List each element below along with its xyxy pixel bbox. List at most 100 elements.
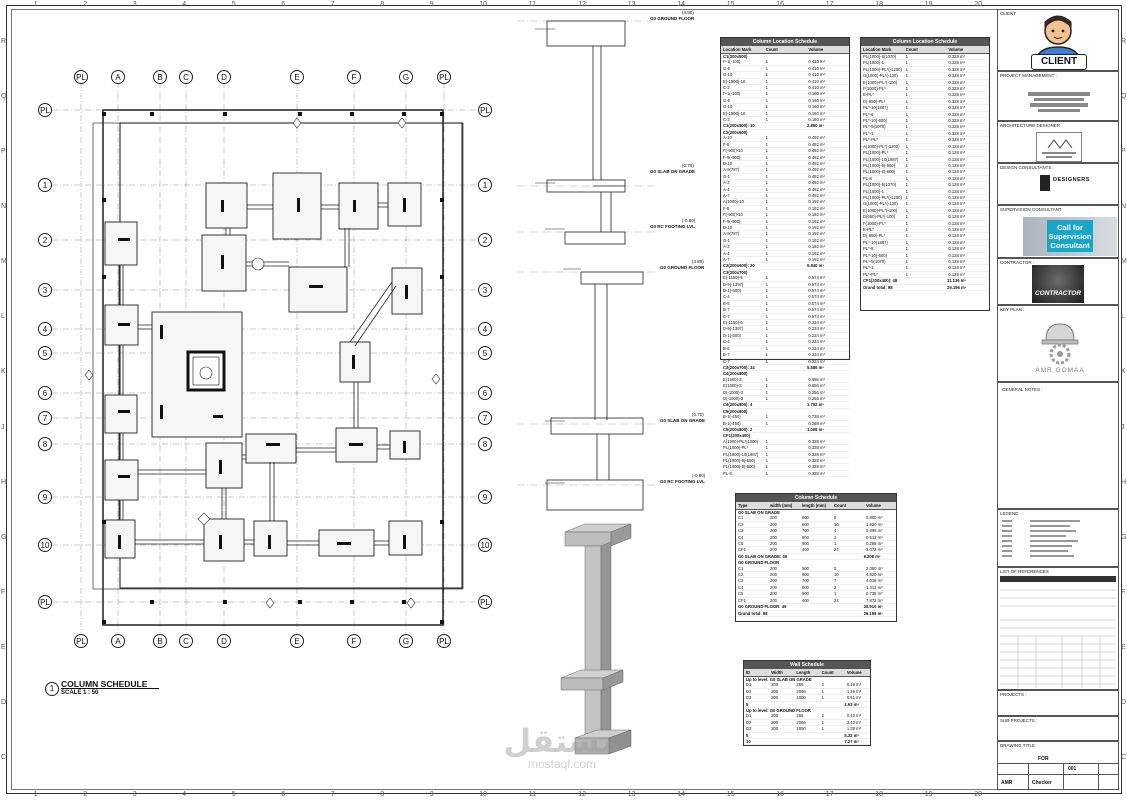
schedule-cell: D(-1000)-3 xyxy=(723,389,744,395)
schedule-cell: 900 xyxy=(802,591,809,597)
schedule-cell: A-10 xyxy=(723,135,732,141)
schedule-cell: 200 xyxy=(771,688,779,694)
schedule-cell: 0.128 m³ xyxy=(948,220,965,226)
schedule-cell: 0.574 m³ xyxy=(808,281,825,287)
border-row-letter: L xyxy=(1121,313,1125,321)
schedule-cell: 1 xyxy=(765,65,769,71)
schedule-cell: 0.328 m³ xyxy=(948,92,965,98)
tb-checked-by: Checker xyxy=(1032,780,1052,786)
tb-subproj-label: SUB-PROJECTS : xyxy=(1000,718,1038,723)
schedule-cell: B-7 xyxy=(723,307,730,313)
contractor-logo: CONTRACTOR xyxy=(1032,265,1084,303)
column-plan-drawing[interactable] xyxy=(0,0,520,720)
schedule-cell: 200 xyxy=(770,565,777,571)
grid-bubble-row: 7 xyxy=(478,411,492,425)
border-column-number: 19 xyxy=(924,1,933,8)
schedule-cell: 1 xyxy=(821,726,824,732)
schedule-cell: 0.43 m³ xyxy=(846,713,862,719)
grid-bubble-row: 1 xyxy=(38,178,52,192)
schedule-cell: 1 xyxy=(765,294,769,300)
column-section-drawing[interactable] xyxy=(515,10,715,520)
schedule-cell: B-6 xyxy=(723,345,730,351)
schedule-cell: D2 xyxy=(746,688,752,694)
schedule-cell: 0.128 m³ xyxy=(948,226,965,232)
border-row-letter: J xyxy=(1,423,5,431)
border-column-number: 5 xyxy=(231,791,236,798)
level-name: G0 SLAB ON GRADE xyxy=(650,169,696,174)
view-number: 1 xyxy=(45,682,59,696)
tb-legend: LEGEND xyxy=(997,509,1119,567)
schedule-cell: 0.410 m³ xyxy=(808,78,825,84)
schedule-total-label: C4(200x800): 4 xyxy=(723,402,753,408)
schedule-cell: 3.43 m³ xyxy=(846,719,862,725)
schedule-cell: 1 xyxy=(765,257,769,262)
schedule-cell: PL(1000)-10(1887) xyxy=(723,451,759,457)
schedule-cell: 400 xyxy=(802,597,809,603)
schedule-cell: E(1500)-3 xyxy=(723,376,742,382)
schedule-cell: 1 xyxy=(905,79,909,85)
schedule-cell: 0.128 m³ xyxy=(948,214,965,220)
column-3d-render[interactable] xyxy=(553,520,643,760)
schedule-cell: C3 xyxy=(738,528,744,534)
schedule-cell: F(1000)-PL* xyxy=(863,220,886,226)
border-row-letter: H xyxy=(1,478,7,486)
schedule-cell: 3.072 m³ xyxy=(866,547,883,553)
tb-client: CLIENT CLIENT xyxy=(997,9,1119,71)
schedule-cell: B-7 xyxy=(723,352,730,358)
schedule-cell: C-7 xyxy=(723,358,730,364)
schedule-cell: 0.492 m³ xyxy=(808,186,825,192)
schedule-cell: 1 xyxy=(765,244,769,250)
schedule-cell: 1 xyxy=(765,231,769,237)
schedule-cell: 1 xyxy=(765,339,769,345)
schedule-cell: 1 xyxy=(905,54,909,59)
schedule-cell: 1 xyxy=(765,395,769,401)
schedule-cell: 0.128 m³ xyxy=(948,233,965,239)
schedule-cell: 1 xyxy=(765,160,769,166)
grid-bubble-col: D xyxy=(217,634,231,648)
schedule-cell: 200 xyxy=(770,597,777,603)
schedule-cell: 1 xyxy=(905,137,909,143)
tb-sub-projects: SUB-PROJECTS : xyxy=(997,716,1119,741)
schedule-cell: 1 xyxy=(765,438,769,444)
schedule-cell: PL(1000)-PL*(-1200) xyxy=(863,194,902,200)
schedule-cell: 0.896 m³ xyxy=(866,528,883,534)
schedule-cell: 1 xyxy=(905,201,909,207)
schedule-cell: 1 xyxy=(765,72,769,78)
schedule-cell: 0.128 m³ xyxy=(948,169,965,175)
schedule-cell: 0.128 m³ xyxy=(948,188,965,194)
schedule-cell: 0.128 m³ xyxy=(948,207,965,213)
schedule-cell: 0.224 m³ xyxy=(808,332,825,338)
schedule-cell: 0.128 m³ xyxy=(948,175,965,181)
schedule-cell: 0.328 m³ xyxy=(948,98,965,104)
schedule-cell: F-9(-900) xyxy=(723,154,741,160)
schedule-cell: 24 xyxy=(834,597,839,603)
border-column-number: 10 xyxy=(479,1,488,8)
schedule-total-volume: 5.586 m³ xyxy=(807,364,824,370)
border-column-number: 12 xyxy=(578,1,587,8)
schedule-cell: 200 xyxy=(770,572,777,578)
border-column-number: 1 xyxy=(33,1,38,8)
grid-bubble-col: C xyxy=(179,70,193,84)
call-supervision-button[interactable]: Call for Supervision Consultant xyxy=(1047,220,1093,252)
grid-bubble-row: 4 xyxy=(478,322,492,336)
